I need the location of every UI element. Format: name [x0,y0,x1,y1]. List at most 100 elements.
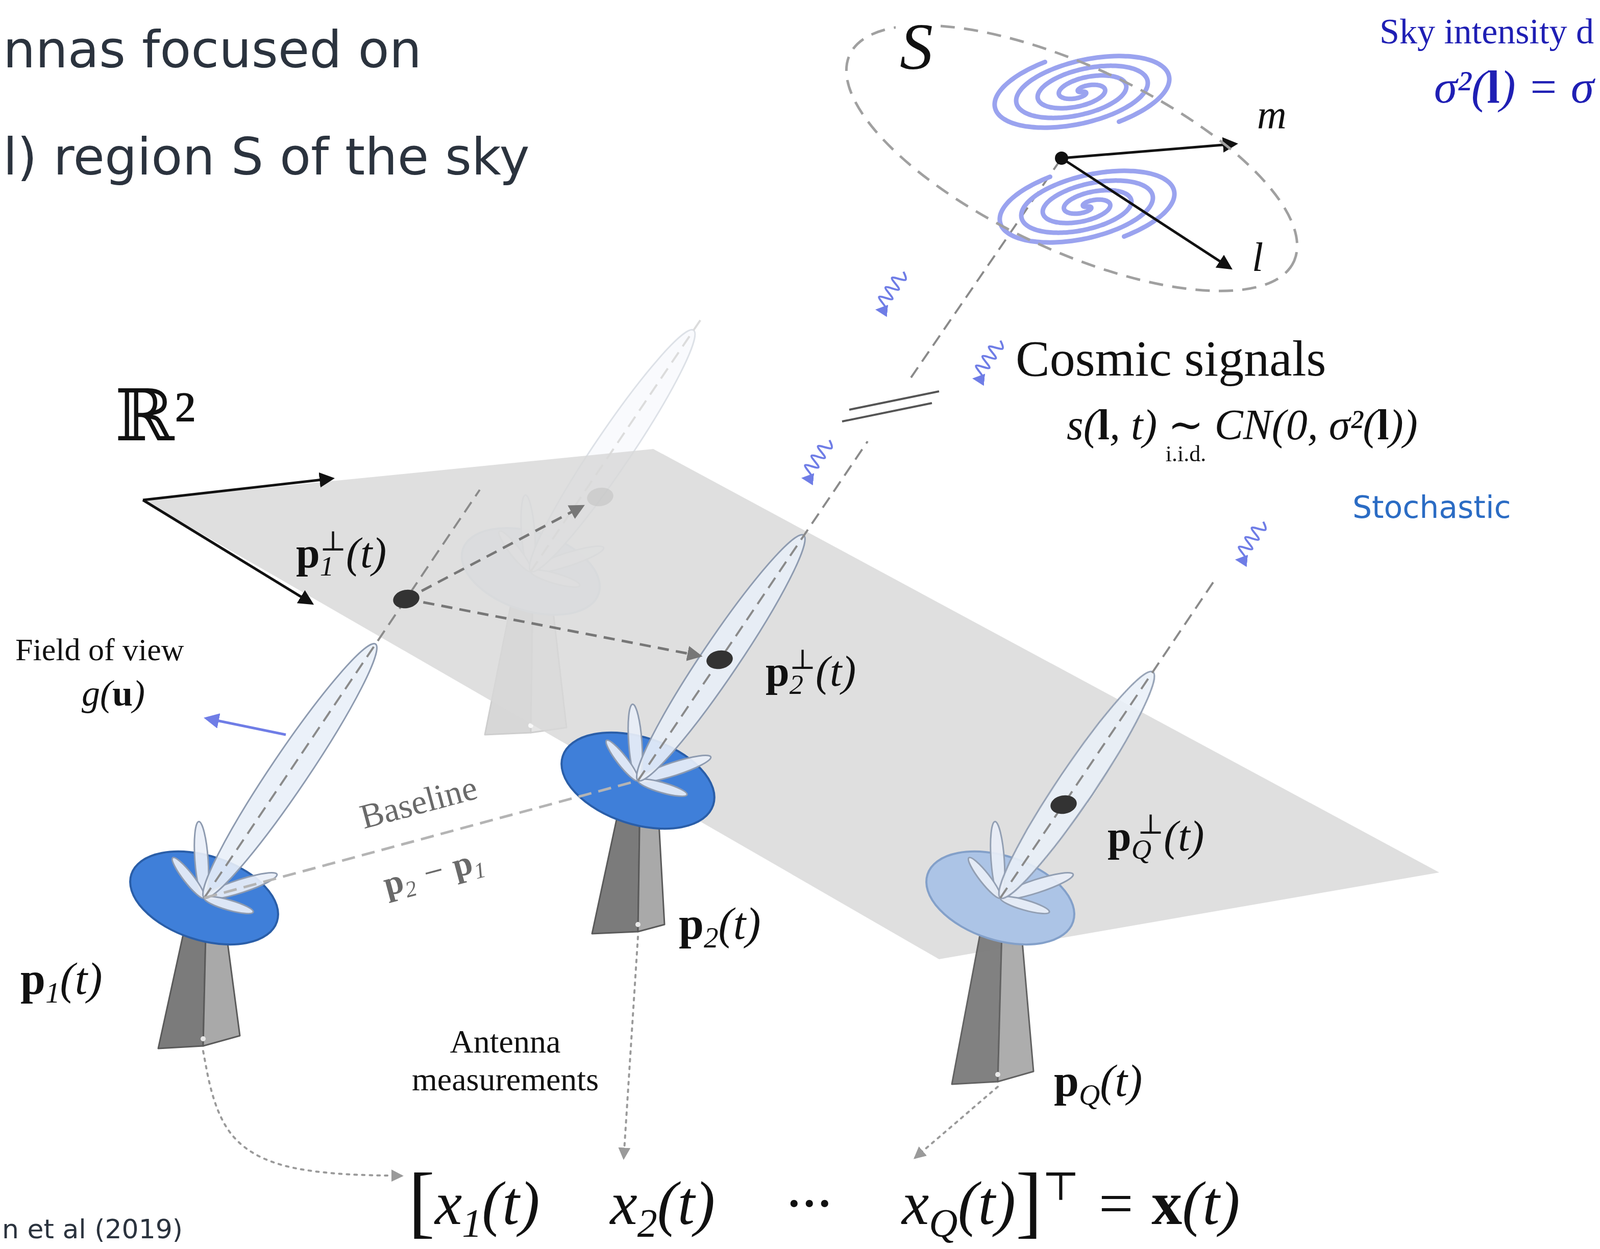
cosmic-signal-arrow [1237,522,1266,561]
position-label: p1⊥(t) [296,525,387,583]
break-mark [849,391,940,410]
axis-label: l [1247,234,1268,280]
text-part: = [1079,1169,1152,1238]
text-part: l [1097,401,1110,449]
main-beam [622,525,819,792]
text-part: ⊥ [320,525,347,557]
pedestal-port [200,1036,206,1042]
text-part [715,1169,731,1238]
text-part [539,1169,555,1238]
formula: s(l, t) ∼ CN(0, σ²(l)) [1066,400,1418,451]
origin-dot [1054,151,1069,165]
text-part: p [678,899,704,949]
formula-note: i.i.d. [1165,441,1206,468]
slide-text: l) region S of the sky [3,127,530,187]
text-part: (t) [1099,1056,1143,1106]
motion-arrow [423,602,700,656]
text-part: ) = σ [1499,60,1594,113]
text-part: Q [928,1200,958,1245]
text-part: ] [1015,1157,1043,1246]
text-part: ) [132,673,145,715]
spiral-arm [999,177,1153,243]
slide-text: nnas focused on [3,20,422,80]
text-part: Q [1078,1078,1100,1112]
text-part: l [1376,401,1389,449]
text-part: x [1151,1169,1183,1238]
measurement-arrow [915,1087,998,1159]
text-part: σ²( [1434,60,1488,113]
pedestal-port [995,1072,1001,1078]
text-part: p [1107,812,1132,860]
annotation: Stochastic [1352,489,1512,526]
text-part: (t) [481,1169,540,1238]
measurement-vector: [x1(t) x2(t) ··· xQ(t)]⊤ = x(t) [408,1155,1240,1248]
text-part: g( [81,673,113,715]
text-part: 2 [637,1200,658,1245]
position-label: pQ⊥(t) [1107,808,1205,867]
text-part: l [1486,60,1500,113]
measurement-arrow [623,937,638,1159]
text-part: [ [408,1157,435,1246]
text-part: (t) [957,1169,1016,1238]
pointing-line [204,489,480,899]
region-symbol: S [895,10,938,84]
text-part: s( [1066,401,1098,449]
text-part: )) [1389,401,1418,449]
text-part: , t) [1109,401,1168,449]
position-label: pQ(t) [1053,1055,1143,1113]
plane-axes [142,478,332,604]
pedestal-port [635,922,641,928]
fov-arrow [206,718,286,735]
projection-dot [704,648,734,672]
text-part: 2 [703,921,719,954]
projection-dot [391,587,421,611]
text-part: p [1053,1056,1079,1106]
text-part: (t) [815,647,856,696]
pointing-lines [204,158,1215,899]
sky-axis [1061,158,1230,268]
text-part: (0, σ²( [1271,401,1378,449]
text-part: p [296,529,320,577]
text-part: x [609,1169,637,1238]
main-beam [188,633,391,909]
annotation: Sky intensity d [1379,11,1594,53]
text-part: (t) [1182,1169,1240,1238]
text-part: (t) [718,899,761,949]
position-label: p2(t) [678,898,761,955]
text-part: (t) [60,954,103,1004]
axis-arrow [142,478,332,501]
sky-region: Sml [867,10,1338,317]
text-part: ··· [785,1169,832,1238]
formula: σ²(l) = σ [1434,60,1594,115]
text-part: ⊥ [1137,808,1164,841]
text-part: ⊥ [789,644,816,676]
text-part: p [765,647,790,696]
cosmic-signal-arrow [877,272,906,311]
dashed-ellipse [810,0,1333,346]
heading-label: Cosmic signals [1015,329,1326,388]
text-part: x [901,1169,929,1238]
text-part [831,1169,847,1238]
baseline-formula: p2 − p1 [378,839,489,909]
sky-axis [1061,143,1236,159]
antenna [549,525,819,934]
measurement-label: Antenna measurements [395,1023,615,1099]
text-part: 1 [461,1200,482,1245]
antenna [118,633,391,1049]
baseline-label: Baseline [355,767,482,838]
pointing-line [637,441,868,781]
projection-dot [1048,793,1078,817]
spiral-arm [994,62,1148,129]
position-label: p1(t) [20,953,103,1011]
measurement-arrow [203,1051,402,1177]
projection-plane [142,449,1440,960]
break-mark [842,403,932,422]
text-part: CN [1214,401,1272,449]
axis-arrow [142,500,312,604]
fov-formula: g(u) [81,672,145,716]
text-part: (t) [1163,812,1204,860]
text-part: ⊤ [1042,1164,1080,1210]
space-label: ℝ² [114,375,196,458]
position-label: p2⊥(t) [765,644,856,702]
